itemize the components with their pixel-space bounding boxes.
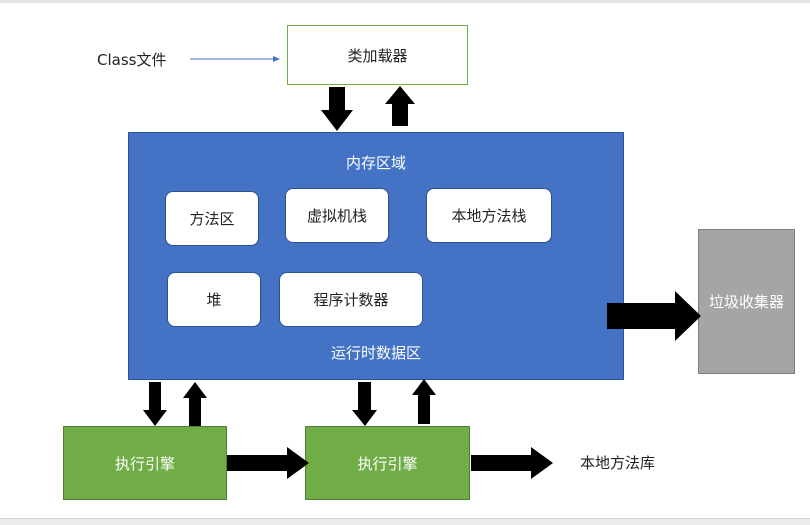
- method-area-box: 方法区: [165, 191, 259, 246]
- engine2-to-memory-arrow: [412, 379, 436, 424]
- garbage-collector-label: 垃圾收集器: [708, 292, 784, 311]
- execution-engine-1-box: 执行引擎: [63, 426, 227, 500]
- class-loader-box: 类加载器: [287, 25, 468, 85]
- heap-label: 堆: [206, 291, 222, 309]
- engine1-to-engine2-arrow: [227, 447, 309, 479]
- program-counter-box: 程序计数器: [279, 272, 423, 327]
- class-file-label: Class文件: [97, 51, 167, 69]
- native-method-stack-box: 本地方法栈: [426, 188, 552, 243]
- garbage-collector-box: 垃圾收集器: [698, 229, 795, 374]
- engine1-to-memory-arrow: [183, 382, 207, 426]
- memory-to-engine2-arrow: [352, 382, 377, 426]
- memory-to-engine1-arrow: [143, 382, 167, 426]
- memory-to-loader-arrow: [385, 86, 415, 126]
- engine2-to-native-library-arrow: [471, 447, 553, 479]
- vm-stack-label: 虚拟机栈: [306, 207, 367, 225]
- window-top-border: [0, 0, 810, 3]
- memory-area-title: 内存区域: [345, 154, 406, 172]
- native-library-label: 本地方法库: [580, 454, 656, 472]
- class-loader-label: 类加载器: [347, 46, 408, 65]
- heap-box: 堆: [167, 272, 261, 327]
- vm-stack-box: 虚拟机栈: [285, 188, 389, 243]
- class-file-to-loader-arrow: [190, 56, 280, 62]
- memory-area-box: [128, 132, 624, 380]
- native-method-stack-label: 本地方法栈: [451, 207, 527, 225]
- program-counter-label: 程序计数器: [313, 291, 389, 309]
- method-area-label: 方法区: [189, 210, 235, 228]
- runtime-data-area-label: 运行时数据区: [330, 344, 421, 362]
- execution-engine-2-box: 执行引擎: [305, 426, 470, 500]
- execution-engine-1-label: 执行引擎: [114, 454, 175, 473]
- loader-to-memory-arrow: [321, 87, 353, 131]
- execution-engine-2-label: 执行引擎: [357, 454, 418, 473]
- memory-to-collector-arrow: [607, 291, 701, 341]
- window-bottom-border: [0, 518, 810, 525]
